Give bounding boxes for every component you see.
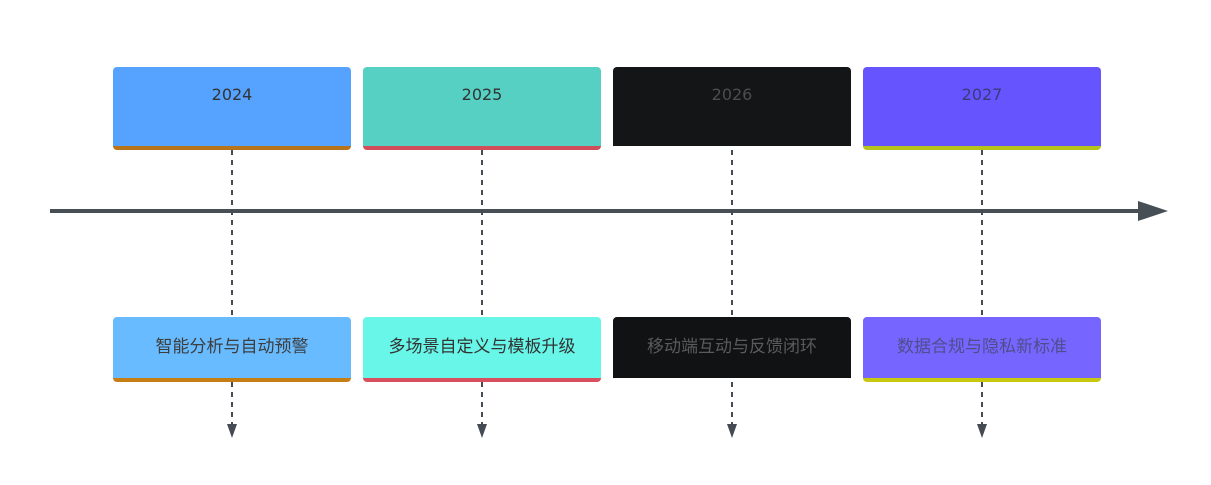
event-label-2026: 移动端互动与反馈闭环 bbox=[647, 336, 817, 357]
period-card-2027: 2027 bbox=[863, 67, 1101, 150]
event-arrow-2025-icon bbox=[477, 424, 487, 438]
event-label-2025: 多场景自定义与模板升级 bbox=[388, 336, 576, 357]
period-label-2025: 2025 bbox=[461, 85, 503, 104]
timeline-axis-arrow-icon bbox=[1138, 201, 1168, 221]
period-label-2024: 2024 bbox=[211, 85, 253, 104]
event-label-2027: 数据合规与隐私新标准 bbox=[897, 336, 1067, 357]
event-arrow-2024-icon bbox=[227, 424, 237, 438]
period-card-2025: 2025 bbox=[363, 67, 601, 150]
event-arrow-2027-icon bbox=[977, 424, 987, 438]
event-card-2027: 数据合规与隐私新标准 bbox=[863, 317, 1101, 382]
event-card-2024: 智能分析与自动预警 bbox=[113, 317, 351, 382]
event-label-2024: 智能分析与自动预警 bbox=[155, 336, 309, 357]
event-card-2026: 移动端互动与反馈闭环 bbox=[613, 317, 851, 382]
event-arrow-2026-icon bbox=[727, 424, 737, 438]
event-card-2025: 多场景自定义与模板升级 bbox=[363, 317, 601, 382]
period-label-2027: 2027 bbox=[961, 85, 1003, 104]
period-card-2026: 2026 bbox=[613, 67, 851, 150]
period-card-2024: 2024 bbox=[113, 67, 351, 150]
period-label-2026: 2026 bbox=[711, 85, 753, 104]
